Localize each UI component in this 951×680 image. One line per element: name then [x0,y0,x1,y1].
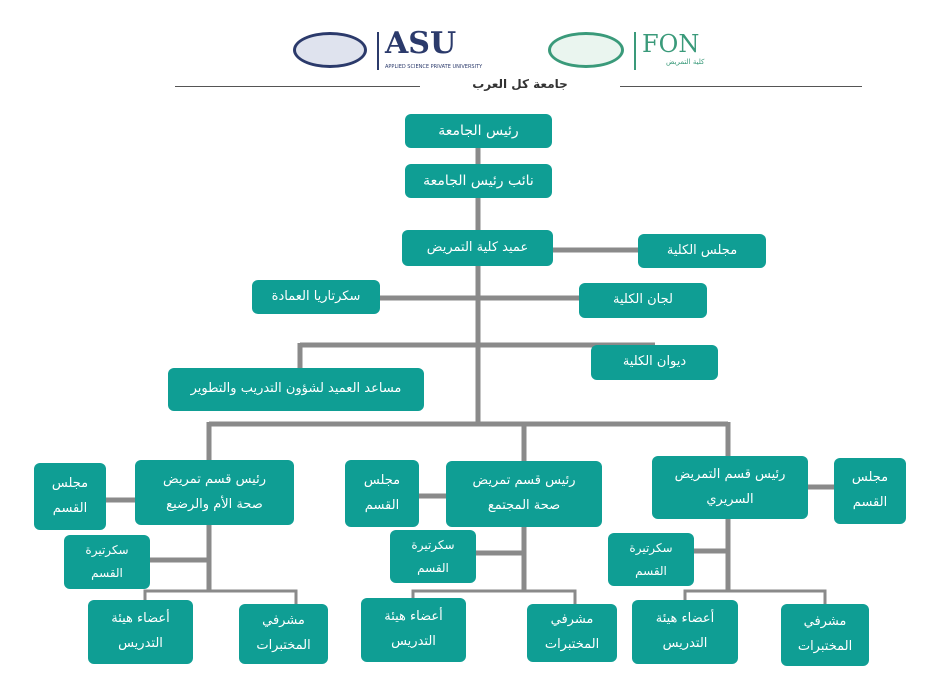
label: مشرفي [262,613,305,629]
label: المختبرات [797,639,853,654]
label: التدريس [391,634,436,649]
slogan: جامعة كل العرب [420,77,620,91]
faculty-council-box: مجلس الكلية [638,234,766,268]
faculty-committees-label: لجان الكلية [613,292,673,308]
label: مجلس [363,472,401,488]
vice-president-box: نائب رئيس الجامعة [405,164,552,198]
lab-supervisors-box: مشرفي المختبرات [527,604,617,662]
president-box: رئيس الجامعة [405,114,552,148]
dean-secretariat-label: سكرتاريا العمادة [271,288,361,304]
lab-supervisors-box: مشرفي المختبرات [781,604,869,666]
label: القسم [364,497,400,513]
label: سكرتيرة [85,543,129,558]
department-secretary-box: سكرتيرة القسم [608,533,694,586]
department-secretary-box: سكرتيرة القسم [64,535,150,589]
label: القسم [852,495,888,510]
label: المختبرات [256,638,311,653]
faculty-members-box: أعضاء هيئة التدريس [361,598,466,662]
asu-logo-text: ASU [385,26,457,61]
label: مجلس [851,470,889,486]
fon-subtitle: كلية التمريض [666,58,705,66]
label: مجلس [51,475,89,491]
fon-logo: FON كلية التمريض [548,30,748,72]
assistant-dean-box: مساعد العميد لشؤون التدريب والتطوير [168,368,424,411]
label: سكرتيرة [411,537,455,552]
lab-supervisors-box: مشرفي المختبرات [239,604,328,664]
faculty-committees-box: لجان الكلية [579,283,707,318]
dean-label: عميد كلية التمريض [426,239,529,255]
label: القسم [417,560,449,575]
department-council-box: مجلس القسم [34,463,106,530]
label: القسم [52,500,88,516]
label: سكرتيرة [629,540,673,555]
label: مشرفي [803,614,847,630]
label: رئيس قسم تمريض [472,473,576,489]
label: رئيس قسم تمريض [163,471,266,487]
label: صحة المجتمع [487,498,561,513]
dean-secretariat-box: سكرتاريا العمادة [252,280,380,314]
label: المختبرات [544,637,600,652]
department-council-box: مجلس القسم [345,460,419,527]
label: القسم [91,566,123,580]
faculty-office-box: ديوان الكلية [591,345,718,380]
dean-box: عميد كلية التمريض [402,230,553,266]
department-head-box: رئيس قسم التمريض السريري [652,456,808,519]
label: القسم [635,563,667,578]
asu-subtitle: APPLIED SCIENCE PRIVATE UNIVERSITY [385,64,483,70]
label: التدريس [118,636,163,651]
assistant-dean-label: مساعد العميد لشؤون التدريب والتطوير [190,381,402,397]
label: السريري [706,491,754,507]
department-council-box: مجلس القسم [834,458,906,524]
label: رئيس قسم التمريض [674,466,786,482]
department-secretary-box: سكرتيرة القسم [390,530,476,583]
faculty-office-label: ديوان الكلية [622,354,687,370]
faculty-members-box: أعضاء هيئة التدريس [88,600,193,664]
president-label: رئيس الجامعة [438,122,519,139]
asu-logo: ASU APPLIED SCIENCE PRIVATE UNIVERSITY [293,26,513,72]
fon-seal-icon [548,32,624,68]
faculty-council-label: مجلس الكلية [666,242,738,258]
label: مشرفي [550,612,594,628]
label: أعضاء هيئة [655,611,715,627]
asu-seal-icon [293,32,367,68]
faculty-members-box: أعضاء هيئة التدريس [632,600,738,664]
label: التدريس [662,636,708,651]
vice-president-label: نائب رئيس الجامعة [423,172,534,189]
label: أعضاء هيئة [384,609,443,625]
label: أعضاء هيئة [111,611,170,627]
label: صحة الأم والرضيع [166,496,263,512]
department-head-box: رئيس قسم تمريض صحة الأم والرضيع [135,460,294,525]
fon-logo-text: FON [642,30,700,58]
department-head-box: رئيس قسم تمريض صحة المجتمع [446,461,602,527]
